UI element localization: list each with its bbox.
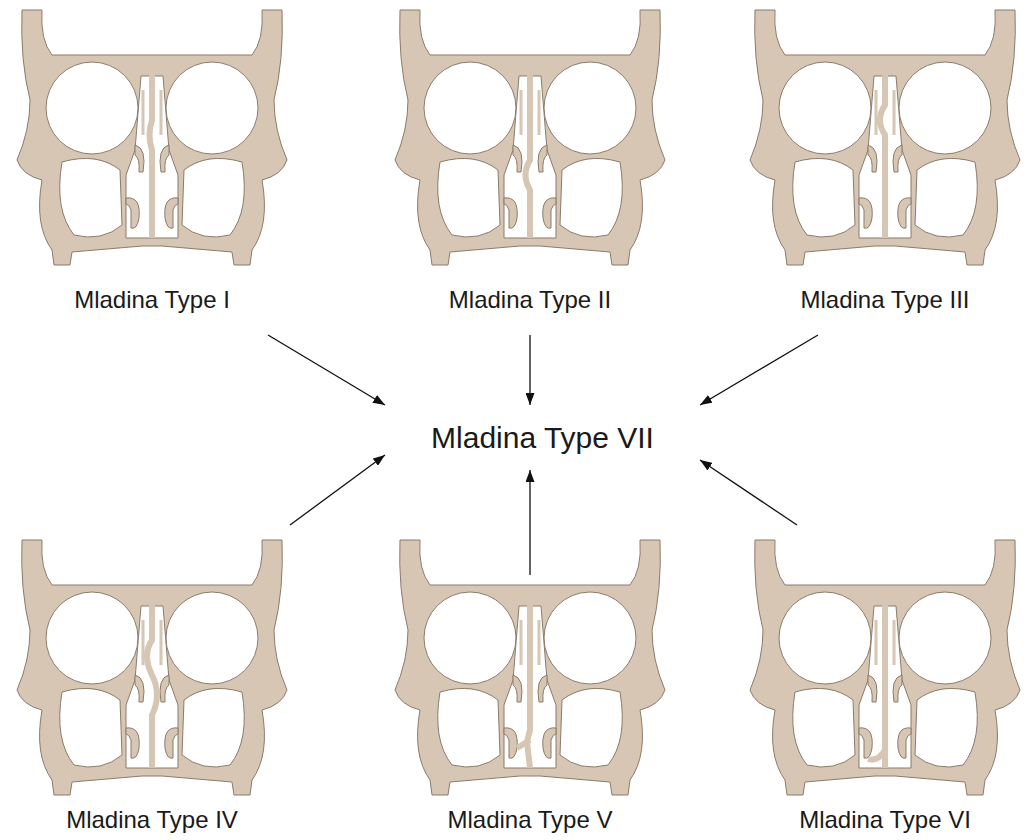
skull-type-2 <box>395 10 665 265</box>
arrow-connector <box>700 335 818 405</box>
skull-outline <box>395 10 665 265</box>
result-label: Mladina Type VII <box>431 419 654 457</box>
type-node: Mladina Type III <box>745 10 1025 315</box>
nasal-septum <box>880 68 885 238</box>
result-node: Mladina Type VII <box>385 405 700 470</box>
arrow-connector <box>290 455 385 525</box>
type-label: Mladina Type V <box>448 805 613 835</box>
skull-outline <box>17 540 287 795</box>
nasal-septum <box>526 68 531 238</box>
arrow-connector <box>268 335 385 405</box>
type-node: Mladina Type VI <box>745 540 1025 835</box>
type-node: Mladina Type II <box>390 10 670 315</box>
skull-outline <box>750 10 1020 265</box>
skull-outline <box>395 540 665 795</box>
skull-type-1 <box>17 10 287 265</box>
type-label: Mladina Type VI <box>799 805 971 835</box>
type-label: Mladina Type III <box>801 285 970 315</box>
arrow-connector <box>700 460 797 525</box>
skull-type-4 <box>17 540 287 795</box>
nasal-septum <box>147 598 157 768</box>
skull-outline <box>17 10 287 265</box>
nasal-septum <box>150 68 153 238</box>
type-node: Mladina Type I <box>12 10 292 315</box>
arrow-connector <box>529 335 530 405</box>
type-label: Mladina Type I <box>74 285 230 315</box>
skull-type-3 <box>750 10 1020 265</box>
skull-type-6 <box>750 540 1020 795</box>
nasal-septum <box>517 598 530 768</box>
nasal-septum <box>868 598 885 768</box>
skull-type-5 <box>395 540 665 795</box>
type-label: Mladina Type IV <box>66 805 238 835</box>
arrow-connector <box>529 470 530 575</box>
type-node: Mladina Type IV <box>12 540 292 835</box>
skull-outline <box>750 540 1020 795</box>
type-node: Mladina Type V <box>390 540 670 835</box>
type-label: Mladina Type II <box>449 285 611 315</box>
